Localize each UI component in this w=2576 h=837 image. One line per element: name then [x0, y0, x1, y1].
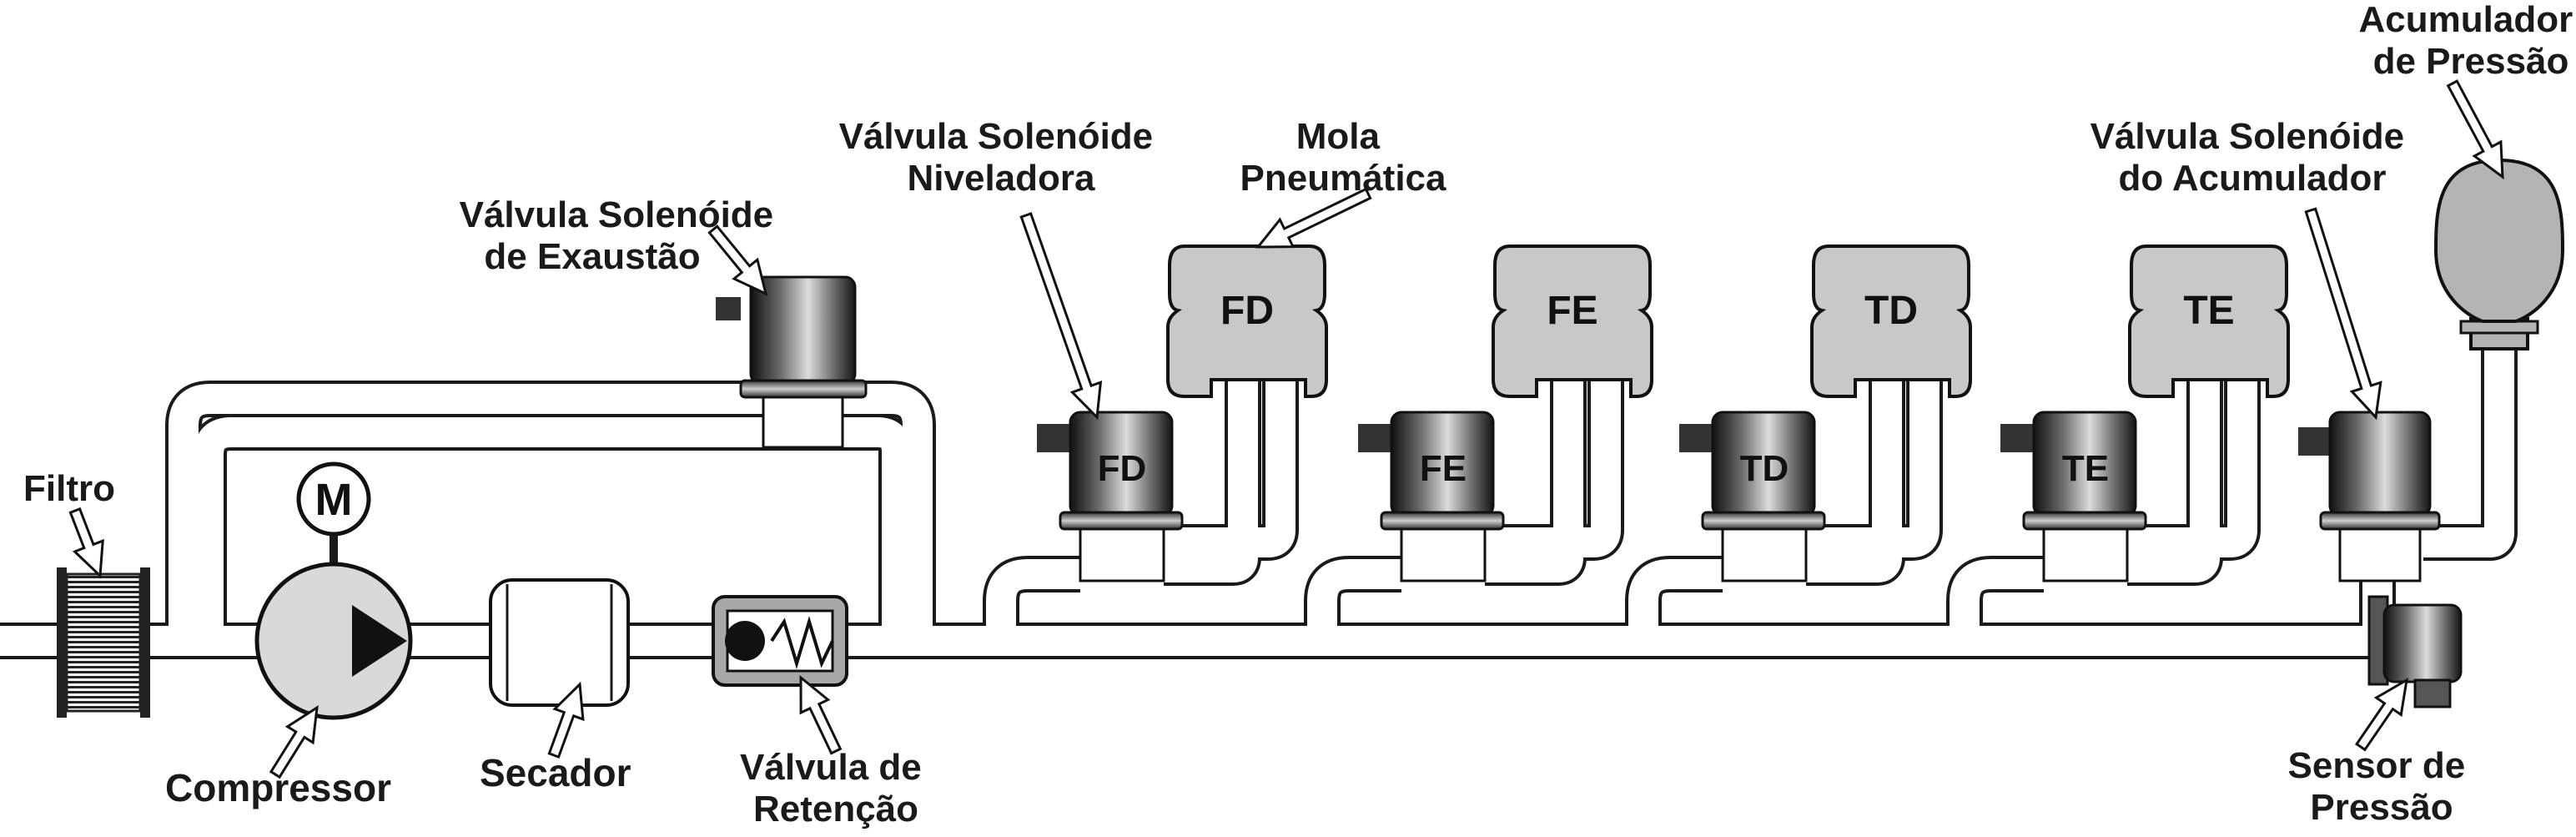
arrow-valvula-acumulador: [2304, 207, 2382, 421]
arrow-sensor: [2355, 678, 2408, 752]
label-mola-pneumatica-2: Pneumática: [1240, 158, 1447, 199]
label-sensor-2: Pressão: [2310, 787, 2453, 828]
arrow-mola-pneumatica: [1255, 187, 1372, 249]
label-valvula-retencao-2: Retenção: [753, 789, 918, 829]
label-valvula-acumulador-2: do Acumulador: [2118, 158, 2386, 199]
leveling-valve-fe: FE: [1358, 411, 1505, 582]
air-spring-fd: FD: [1166, 245, 1328, 398]
label-sensor-1: Sensor de: [2288, 745, 2466, 786]
corner-unit-te: TE TE: [2000, 245, 2290, 582]
dryer: [489, 578, 630, 707]
pressure-accumulator: [2433, 158, 2565, 350]
arrow-acumulador: [2446, 79, 2504, 180]
corner-unit-fd: FD FD: [1037, 245, 1328, 582]
arrow-valvula-retencao: [799, 674, 843, 755]
air-spring-label-td: TD: [1864, 289, 1918, 333]
corner-unit-fe: FE FE: [1358, 245, 1653, 582]
valve-label-te: TE: [2062, 448, 2109, 489]
label-secador: Secador: [480, 751, 631, 794]
label-acumulador-1: Acumulador: [2359, 0, 2573, 40]
label-valvula-retencao: Válvula de Retenção: [740, 747, 932, 829]
air-lines: [0, 350, 2518, 659]
exhaust-solenoid-valve: [716, 275, 868, 449]
leveling-valve-fd: FD: [1037, 411, 1184, 582]
label-acumulador-2: de Pressão: [2373, 41, 2569, 82]
label-valvula-niveladora: Válvula Solenóide Niveladora: [839, 116, 1164, 199]
leveling-valve-td: TD: [1679, 411, 1826, 582]
label-sensor: Sensor de Pressão: [2288, 745, 2476, 828]
arrow-secador: [547, 681, 585, 759]
air-spring-fe: FE: [1492, 245, 1653, 398]
label-mola-pneumatica-1: Mola: [1296, 116, 1381, 157]
label-valvula-acumulador: Válvula Solenóide do Acumulador: [2090, 116, 2415, 199]
label-filtro: Filtro: [23, 468, 115, 509]
leveling-valve-te: TE: [2000, 411, 2147, 582]
valve-label-fd: FD: [1098, 448, 1147, 489]
label-acumulador: Acumulador de Pressão: [2359, 0, 2576, 82]
valve-label-fe: FE: [1420, 448, 1467, 489]
label-valvula-niveladora-2: Niveladora: [908, 158, 1096, 199]
arrow-filtro: [68, 507, 104, 579]
air-spring-td: TD: [1810, 245, 1972, 398]
air-spring-label-fe: FE: [1547, 289, 1597, 333]
accumulator-solenoid-valve: [2298, 411, 2441, 582]
arrow-valvula-exaustao: [707, 224, 768, 296]
arrow-compressor: [269, 705, 319, 779]
filter: [57, 567, 150, 718]
label-compressor: Compressor: [165, 766, 391, 809]
label-valvula-acumulador-1: Válvula Solenóide: [2090, 116, 2405, 157]
pressure-sensor: [2367, 595, 2463, 708]
motor: M: [296, 461, 371, 537]
label-valvula-retencao-1: Válvula de: [740, 747, 922, 788]
label-valvula-exaustao: Válvula Solenóide de Exaustão: [460, 194, 784, 277]
air-spring-label-te: TE: [2183, 289, 2234, 333]
corner-unit-td: TD TD: [1679, 245, 1972, 582]
air-spring-te: TE: [2128, 245, 2290, 398]
callout-arrows: [68, 79, 2504, 779]
compressor: [254, 534, 413, 720]
label-mola-pneumatica: Mola Pneumática: [1240, 116, 1447, 199]
label-valvula-niveladora-1: Válvula Solenóide: [839, 116, 1154, 157]
component-labels: Filtro Compressor Secador Válvula de Ret…: [23, 0, 2576, 829]
check-valve: [712, 595, 848, 687]
air-spring-label-fd: FD: [1220, 289, 1274, 333]
arrow-valvula-niveladora: [1019, 212, 1103, 421]
valve-label-td: TD: [1740, 448, 1789, 489]
corner-units: FD FD FE FE TD TD TE TE: [1037, 245, 2290, 582]
motor-label: M: [315, 475, 353, 525]
label-valvula-exaustao-2: de Exaustão: [484, 236, 700, 277]
label-valvula-exaustao-1: Válvula Solenóide: [460, 194, 774, 235]
